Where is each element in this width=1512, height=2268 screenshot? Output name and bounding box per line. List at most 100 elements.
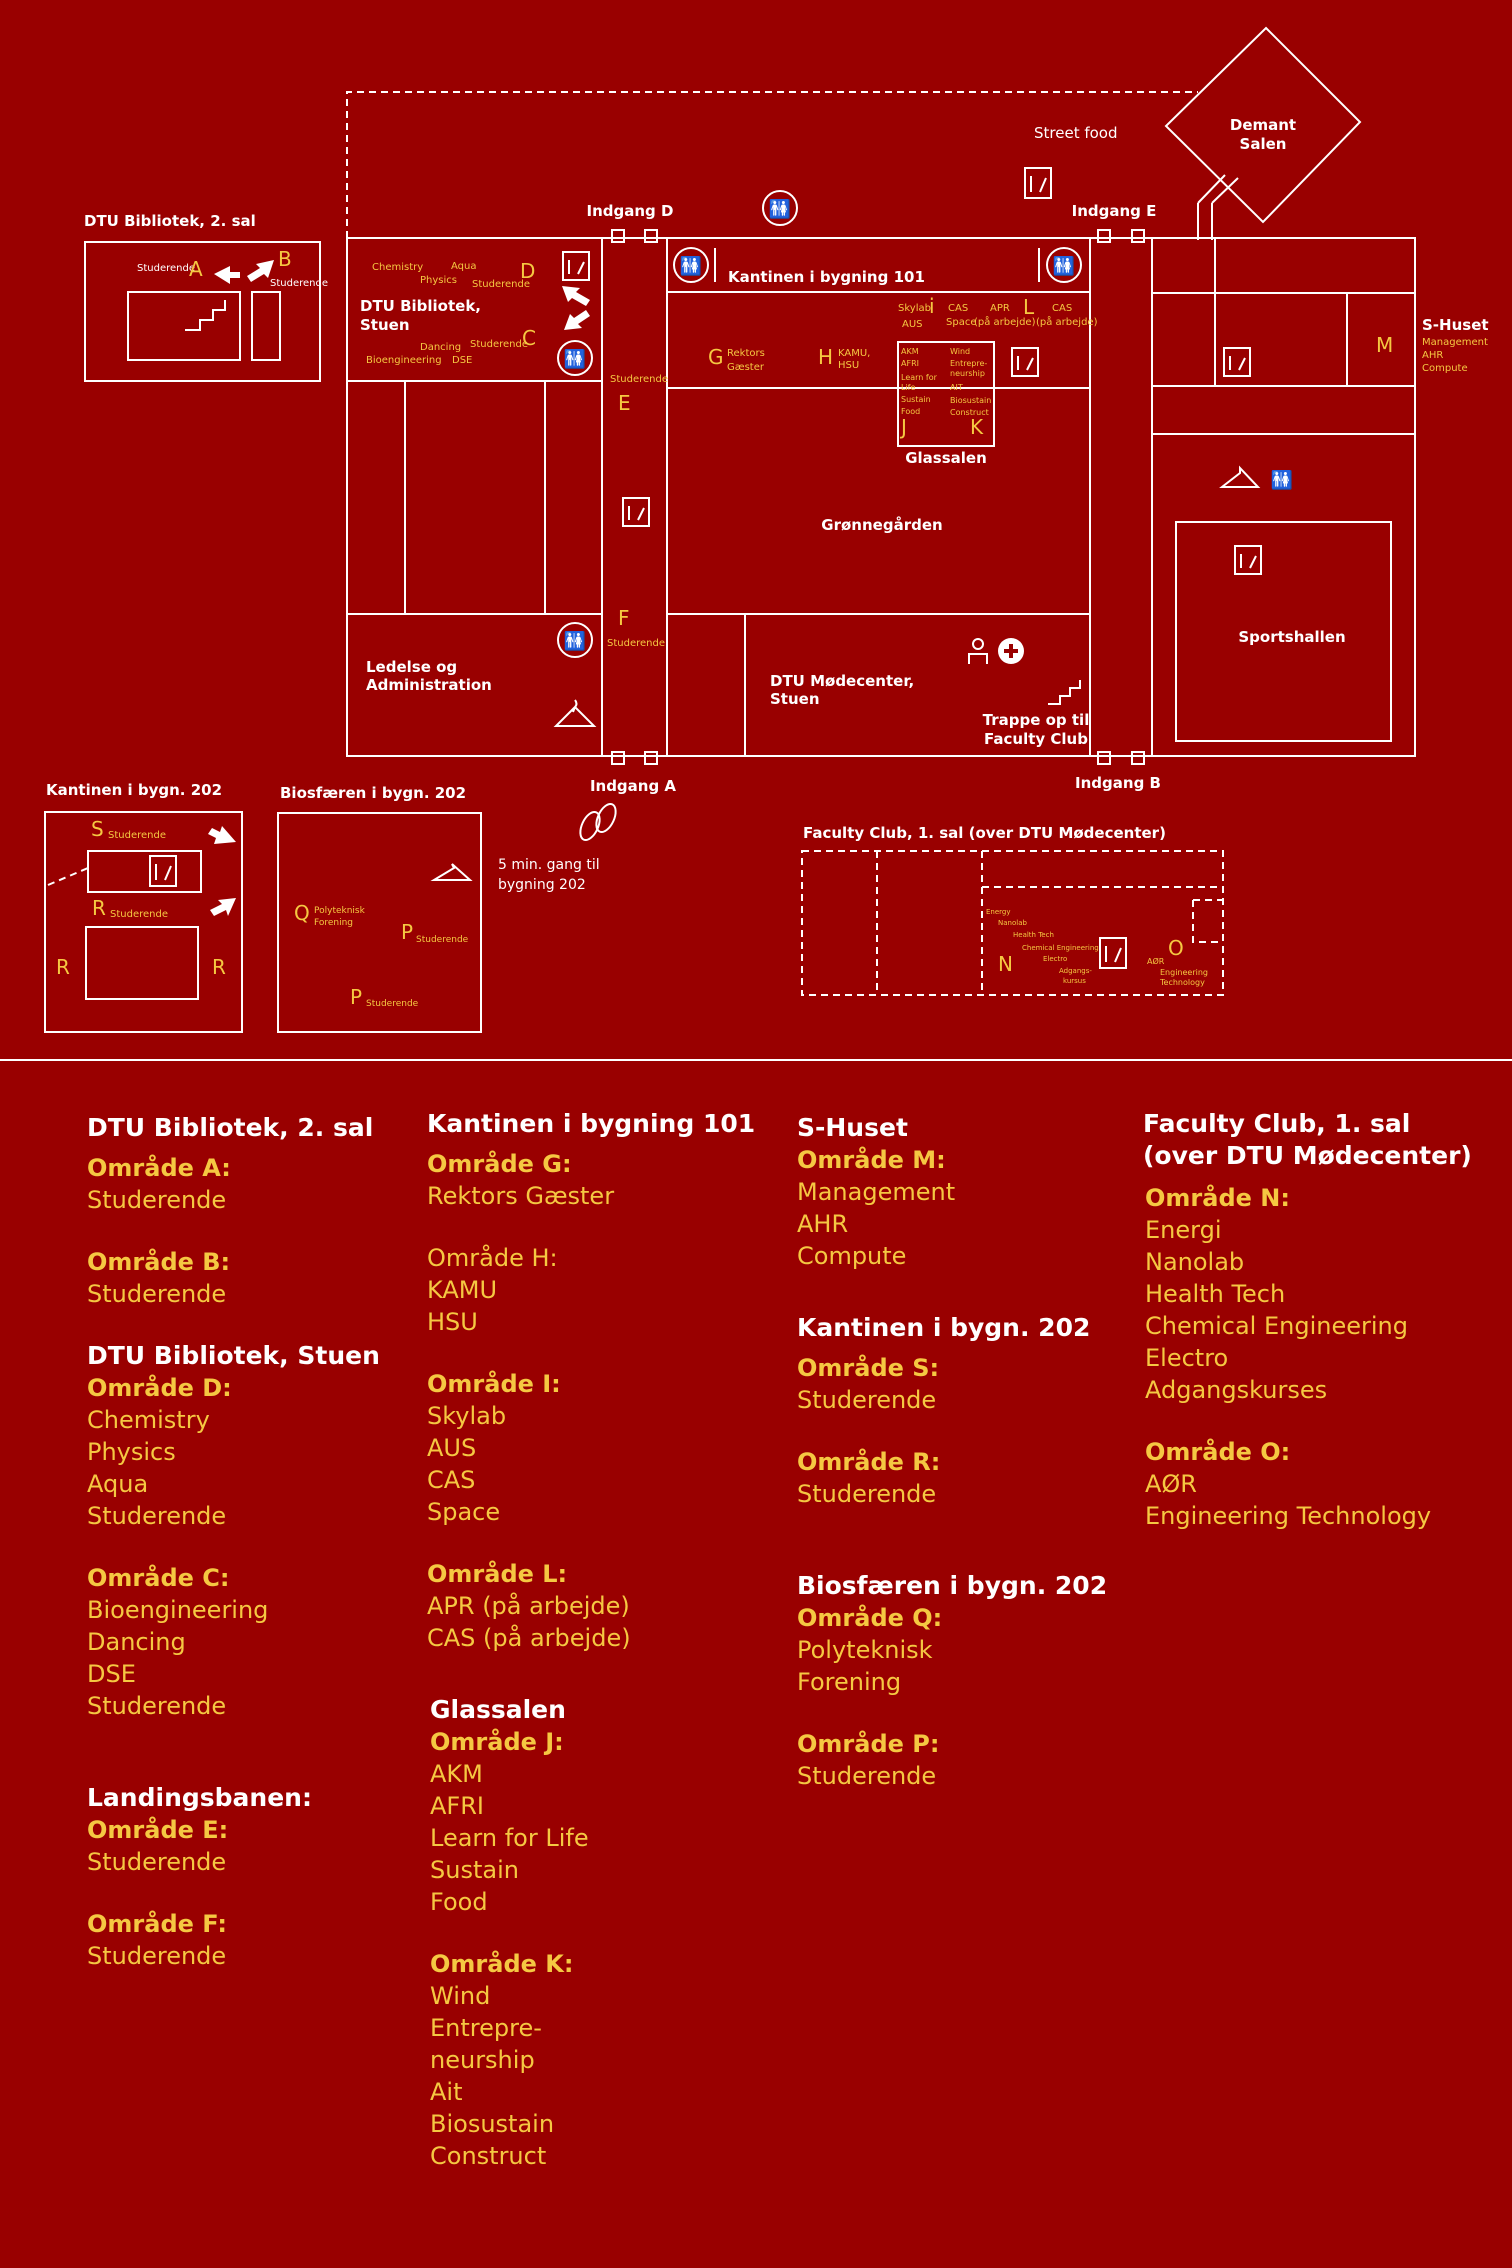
stuen-name-1: DTU Bibliotek, [360, 297, 481, 315]
faculty-area-n: N [998, 952, 1013, 976]
k101-rektors-1: Rektors [727, 348, 765, 359]
svg-text:Chemical Engineering: Chemical Engineering [1022, 944, 1099, 952]
bio202-stud-p2: Studerende [366, 999, 419, 1009]
svg-text:🚻: 🚻 [1271, 469, 1293, 491]
kantine101-name: Kantinen i bygning 101 [728, 268, 925, 286]
shuset-area-m: M [1376, 333, 1393, 357]
svg-text:Nanolab: Nanolab [998, 919, 1027, 927]
legend-area-label: Område M: [797, 1146, 946, 1174]
svg-text:🚻: 🚻 [769, 198, 791, 220]
arrow-icon [564, 310, 590, 330]
k101-area-g: G [708, 345, 724, 369]
entrance-b-label: Indgang B [1075, 774, 1161, 792]
k202-area-s: S [91, 817, 104, 841]
legend-item: Ait [430, 2078, 463, 2106]
legend-area-label: Område J: [430, 1728, 564, 1756]
legend-area-label: Område P: [797, 1730, 940, 1758]
svg-text:Food: Food [901, 407, 920, 416]
legend-item: Chemical Engineering [1145, 1312, 1408, 1340]
bib2-title: DTU Bibliotek, 2. sal [84, 212, 256, 230]
bib2-stud-a: Studerende [137, 263, 195, 274]
legend-area-label: Område A: [87, 1154, 231, 1182]
legend-area-label: Område L: [427, 1560, 568, 1588]
svg-text:🚻: 🚻 [1053, 255, 1075, 277]
demant-salen [1164, 26, 1362, 224]
food-icon [1024, 167, 1052, 199]
k101-skylab: Skylab [898, 303, 931, 314]
k101-cas: CAS [948, 303, 968, 314]
legend-item: Skylab [427, 1402, 507, 1430]
legend-item: Studerende [797, 1386, 937, 1414]
k101-space: Space [946, 317, 976, 328]
shuset-item-2: AHR [1422, 350, 1443, 361]
legend-item: HSU [427, 1308, 478, 1336]
stuen-area-c: C [522, 326, 536, 350]
legend-area-label: Område H: [427, 1244, 558, 1272]
k101-area-h: H [818, 345, 833, 369]
svg-text:Adgangs-: Adgangs- [1059, 967, 1092, 975]
trappe-label-1: Trappe op til [983, 711, 1090, 729]
svg-text:🚻: 🚻 [680, 255, 702, 277]
legend-item: AHR [797, 1210, 849, 1238]
legend-item: Dancing [87, 1628, 186, 1656]
food-icon [1234, 545, 1262, 575]
food-icon [622, 497, 650, 527]
svg-text:Sustain: Sustain [901, 395, 931, 404]
svg-text:Electro: Electro [1043, 955, 1067, 963]
legend-item: Electro [1145, 1344, 1229, 1372]
legend-item: Food [430, 1888, 488, 1916]
landing-area-e: E [618, 391, 631, 415]
legend-item: neurship [430, 2046, 535, 2074]
stuen-name-2: Stuen [360, 316, 410, 334]
bib2-stud-b: Studerende [270, 278, 328, 289]
legend-item: Management [797, 1178, 956, 1206]
legend-item: APR (på arbejde) [427, 1592, 630, 1620]
walk-note-2: bygning 202 [498, 877, 586, 893]
floor-map: Street food Demant Salen Indgang D Indga… [44, 26, 1489, 1033]
bio202-area-q: Q [294, 901, 310, 925]
glassalen-right-list: Wind Entrepre- neurship AIT Biosustain C… [950, 347, 991, 417]
svg-text:Energy: Energy [986, 908, 1011, 916]
svg-text:Construct: Construct [950, 408, 989, 417]
door-markers [611, 229, 1145, 765]
arrow-icon [214, 266, 240, 284]
stuen-stud-c: Studerende [470, 339, 528, 350]
stuen-area-d: D [520, 259, 535, 283]
first-aid-icon [998, 638, 1024, 664]
k101-apr-1: APR [990, 303, 1010, 314]
stuen-dancing: Dancing [420, 342, 461, 353]
k202-area-r-right: R [212, 955, 226, 979]
glassalen-room [897, 341, 995, 447]
legend-col-2: Kantinen i bygning 101 Område G: Rektors… [427, 1108, 757, 2202]
legend-title: Biosfæren i bygn. 202 [797, 1571, 1108, 1600]
k202-stud-s: Studerende [108, 830, 166, 841]
legend-title: DTU Bibliotek, Stuen [87, 1341, 380, 1370]
street-food-label: Street food [1034, 124, 1118, 142]
bib2-area-b: B [278, 247, 292, 271]
k101-area-l: L [1023, 295, 1035, 319]
k202-title: Kantinen i bygn. 202 [46, 781, 222, 799]
svg-text:Learn for: Learn for [901, 373, 938, 382]
stuen-chemistry: Chemistry [372, 262, 423, 273]
legend-col-1: DTU Bibliotek, 2. sal Område A: Studeren… [87, 1112, 387, 2002]
toilet-icon: 🚻 [762, 190, 798, 226]
legend-item: AFRI [430, 1792, 484, 1820]
ledelse-name-1: Ledelse og [366, 658, 457, 676]
landing-stud-e: Studerende [610, 374, 668, 385]
entrance-d-label: Indgang D [587, 202, 674, 220]
faculty-title: Faculty Club, 1. sal (over DTU Mødecente… [803, 824, 1166, 842]
legend-area-label: Område R: [797, 1448, 941, 1476]
food-icon [149, 855, 177, 887]
glassalen-area-k: K [970, 415, 984, 439]
landing-stud-f: Studerende [607, 638, 665, 649]
legend-item: KAMU [427, 1276, 498, 1304]
toilet-icon: 🚻 [1271, 469, 1293, 491]
bio202-q-2: Forening [314, 918, 353, 928]
legend-area-label: Område Q: [797, 1604, 943, 1632]
legend-title: S-Huset [797, 1113, 908, 1142]
bio202-q-1: Polyteknisk [314, 906, 366, 916]
bio202-area-p2: P [350, 985, 362, 1009]
bio202-title: Biosfæren i bygn. 202 [280, 784, 466, 802]
faculty-box [801, 850, 1224, 996]
food-icon [1099, 937, 1127, 969]
